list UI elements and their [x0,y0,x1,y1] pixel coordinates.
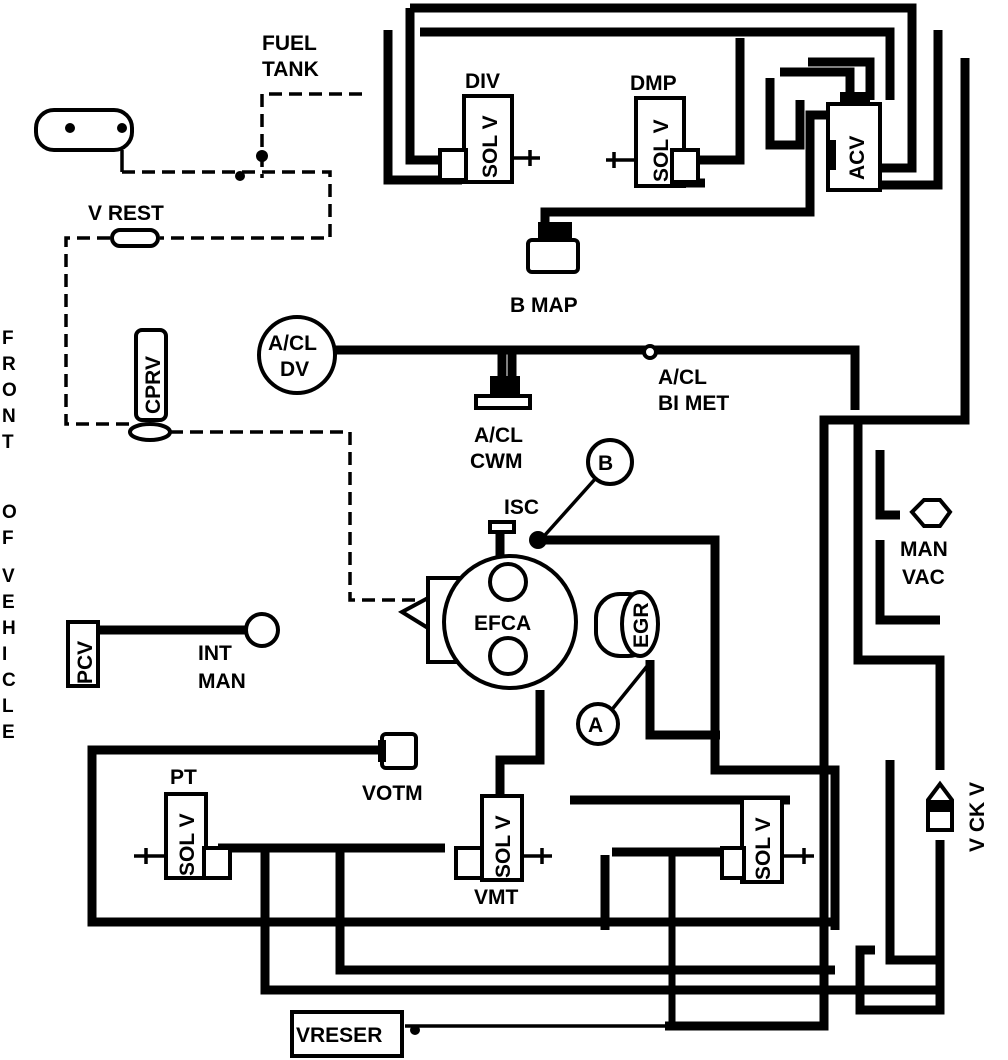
acl-dv [257,315,337,395]
vckv-label: V CK V [966,782,989,852]
fov-11: H [2,618,16,639]
div-sol-label: SOL V [479,115,502,178]
cprv-port [128,422,172,442]
acv-valve: ACV [826,92,882,192]
a-circle [576,702,620,746]
votm: VOTM [362,732,423,805]
vmt-sol-port [454,846,484,880]
acl-bimet-label-2: BI MET [658,392,729,415]
fov-15: E [2,722,15,743]
pcv-body [66,620,100,688]
pt-sol-port [202,846,232,880]
vmt-sol-label: SOL V [492,815,515,878]
votm-body [380,732,418,770]
acl-bimet-port [642,344,658,360]
fuel-tank-label-2: TANK [262,58,319,81]
a-circle-label: A [588,714,603,737]
v-rest-label: V REST [88,202,164,225]
acl-cwm-body [474,394,532,410]
vreser: VRESER [290,1010,404,1058]
acl-bimet-label-1: A/CL [658,366,707,389]
fov-14: L [2,696,14,717]
fov-10: E [2,592,15,613]
b-map-label: B MAP [510,294,578,317]
fov-12: I [2,644,7,665]
dmp-sol-label: SOL V [650,119,673,182]
right-sol-port [720,846,746,880]
pcv-label: PCV [74,641,97,684]
fov-13: C [2,670,16,691]
egr-label: EGR [630,602,653,648]
fov-6: O [2,502,17,523]
front-of-vehicle-text: F R O N T O F V E H I C L E [2,328,17,743]
div-sol-body [462,94,514,184]
man-vac-label-2: VAC [902,566,945,589]
div-solenoid: DIV SOL V [438,70,540,184]
top-hose-loops [383,3,943,225]
vreser-label: VRESER [296,1024,382,1047]
bottom-hose-loops [87,745,940,1035]
div-sol-port [438,148,468,182]
pt-sol-label: SOL V [176,813,199,876]
cprv-label: CPRV [142,356,165,414]
isc-label: ISC [504,496,539,519]
pt-label: PT [170,766,197,789]
pt-sol-body [164,792,208,880]
int-man-label-1: INT [198,642,232,665]
fuel-tank-label-1: FUEL [262,32,317,55]
dmp-label: DMP [630,72,677,95]
fov-7: F [2,528,14,549]
efca-area: B ISC EFCA EGR A [397,438,840,930]
right-sol-label: SOL V [752,817,775,880]
fov-3: N [2,406,16,427]
votm-label: VOTM [362,782,423,805]
fov-0: F [2,328,14,349]
acl-dv-label-2: DV [280,358,309,381]
right-side-lines: MAN VAC V CK V [665,58,989,1031]
efca-body [442,554,578,690]
isc-fitting [488,520,516,534]
acl-circuit: A/CL DV A/CL CWM A/CL BI MET [257,315,860,473]
b-map-body [526,238,580,274]
right-solenoid: SOL V [720,796,814,884]
pt-solenoid: PT SOL V [134,766,232,880]
fov-9: V [2,566,15,587]
acl-cwm-label-2: CWM [470,450,522,473]
acl-cwm-label-1: A/CL [474,424,523,447]
div-label: DIV [465,70,500,93]
fov-4: T [2,432,14,453]
vreser-box [290,1010,404,1058]
int-man-label-2: MAN [198,670,246,693]
efca-label: EFCA [474,612,531,635]
man-vac-label-1: MAN [900,538,948,561]
fov-1: R [2,354,16,375]
fuel-vapor-lines: FUEL TANK V REST CPRV [34,32,415,602]
dmp-solenoid: DMP SOL V [606,72,700,188]
b-circle-label: B [598,452,613,475]
b-map-sensor: B MAP [510,222,580,317]
b-circle [586,438,634,486]
vmt-label: VMT [474,886,519,909]
cprv-body [134,328,168,422]
acl-dv-label-1: A/CL [268,332,317,355]
vmt-solenoid: SOL V VMT [454,794,552,909]
man-vac-fitting [909,498,953,528]
dmp-sol-port [670,148,700,184]
vmt-sol-body [480,794,524,882]
right-sol-body [740,796,784,884]
int-man-port [244,612,280,648]
v-rest-body [110,228,160,248]
pcv-line: PCV INT MAN [66,612,280,693]
fov-2: O [2,380,17,401]
canister [34,108,134,152]
acv-label: ACV [846,136,869,180]
